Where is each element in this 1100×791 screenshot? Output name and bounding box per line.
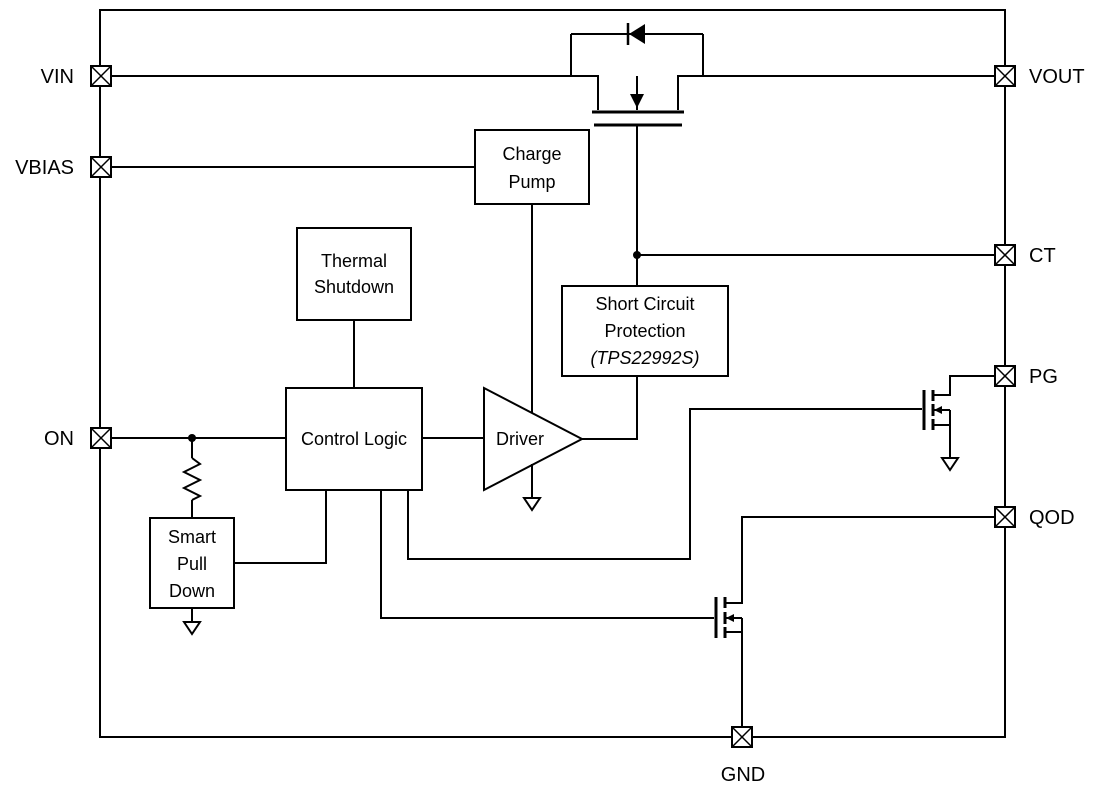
driver-ground-icon xyxy=(522,497,542,512)
short-circuit-label-3: (TPS22992S) xyxy=(590,348,699,368)
charge-pump-label-1: Charge xyxy=(502,144,561,164)
short-circuit-label-2: Protection xyxy=(604,321,685,341)
body-diode-icon xyxy=(629,24,645,44)
pin-ct xyxy=(994,244,1016,266)
pin-gnd xyxy=(731,726,753,748)
pin-label-qod: QOD xyxy=(1029,507,1075,529)
pin-label-pg: PG xyxy=(1029,366,1058,388)
pin-label-on: ON xyxy=(44,428,74,450)
pin-vout xyxy=(994,65,1016,87)
ground-icon xyxy=(182,621,202,636)
charge-pump-label-2: Pump xyxy=(508,172,555,192)
channel-arrow-icon xyxy=(630,94,644,108)
driver-label: Driver xyxy=(496,429,544,449)
driver-block: Driver xyxy=(483,386,585,492)
pull-down-resistor-icon xyxy=(181,457,203,501)
pin-vin xyxy=(90,65,112,87)
charge-pump-block: Charge Pump xyxy=(474,129,590,205)
pin-pg xyxy=(994,365,1016,387)
package-outline xyxy=(99,9,1006,738)
pin-label-ct: CT xyxy=(1029,245,1056,267)
pin-label-vbias: VBIAS xyxy=(15,157,74,179)
smart-pull-down-label-1: Smart xyxy=(168,527,216,547)
pin-qod xyxy=(994,506,1016,528)
pin-label-gnd: GND xyxy=(721,764,765,786)
control-logic-label: Control Logic xyxy=(301,429,407,449)
short-circuit-protection-block: Short Circuit Protection (TPS22992S) xyxy=(561,285,729,377)
pin-label-vout: VOUT xyxy=(1029,66,1085,88)
pin-label-vin: VIN xyxy=(41,66,74,88)
thermal-shutdown-label-2: Shutdown xyxy=(314,277,394,297)
pin-vbias xyxy=(90,156,112,178)
smart-pull-down-block: Smart Pull Down xyxy=(149,517,235,609)
power-mosfet xyxy=(111,23,995,255)
pg-ground-icon xyxy=(940,457,960,472)
qod-transistor xyxy=(714,516,995,727)
smart-pull-down-label-3: Down xyxy=(169,581,215,601)
thermal-shutdown-block: Thermal Shutdown xyxy=(296,227,412,321)
pin-on xyxy=(90,427,112,449)
short-circuit-label-1: Short Circuit xyxy=(595,294,694,314)
control-logic-block: Control Logic xyxy=(285,387,423,491)
thermal-shutdown-label-1: Thermal xyxy=(321,251,387,271)
pg-transistor xyxy=(922,375,995,472)
smart-pull-down-label-2: Pull xyxy=(177,554,207,574)
